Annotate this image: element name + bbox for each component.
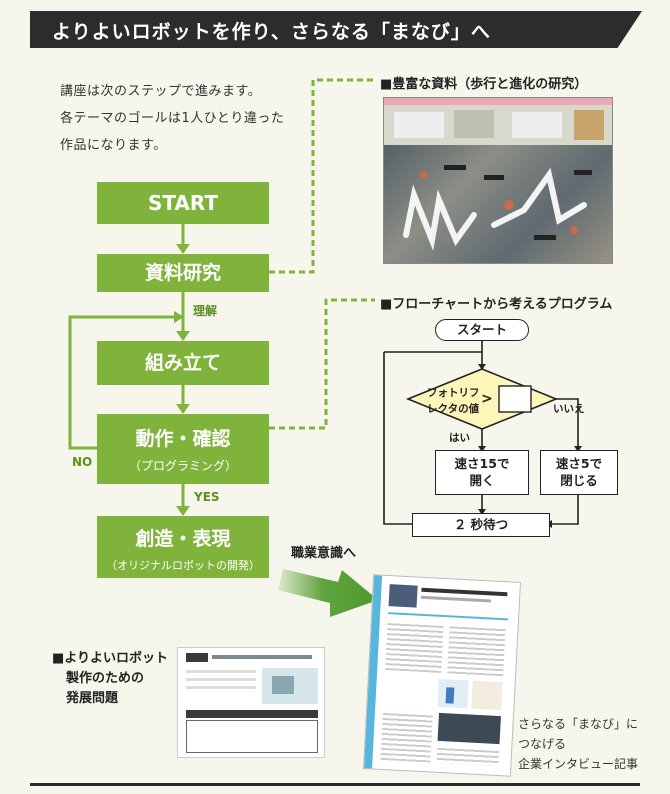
branch-yes-label: はい xyxy=(449,432,470,444)
interview-article-image xyxy=(362,574,522,777)
left-action-box: 速さ15で 開く xyxy=(435,450,529,495)
flow-understanding-label: 理解 xyxy=(193,304,218,318)
interview-caption-line-1: さらなる「まなび」に xyxy=(518,717,639,731)
program-flow-title: ■フローチャートから考えるプログラム xyxy=(380,297,613,312)
flow-creation-box: 創造・表現 （オリジナルロボットの開発） xyxy=(97,516,269,578)
materials-image xyxy=(383,97,613,264)
advanced-title-line-2: 製作のための xyxy=(66,671,145,686)
flow-assembly-box: 組み立て xyxy=(97,341,269,385)
condition-line-2: レクタの値 xyxy=(427,403,480,415)
branch-no-label: いいえ xyxy=(553,403,585,415)
flow-start-box: START xyxy=(97,182,269,224)
career-label: 職業意識へ xyxy=(291,546,357,561)
flow-no-label: NO xyxy=(72,455,93,469)
right-action-box: 速さ5で 閉じる xyxy=(540,450,618,495)
intro-line-2: 各テーマのゴールは1人ひとり違った xyxy=(60,111,285,126)
page-title: よりよいロボットを作り、さらなる「まなび」へ xyxy=(52,21,491,43)
condition-line-1: フォトリフ xyxy=(427,387,480,399)
advanced-worksheet-image xyxy=(177,647,325,758)
flow-research-box: 資料研究 xyxy=(97,254,269,292)
advanced-title-line-1: ■よりよいロボット xyxy=(52,651,169,666)
wait-box: ２ 秒待つ xyxy=(412,513,550,537)
interview-caption-line-3: 企業インタビュー記事 xyxy=(518,757,639,771)
bottom-rule xyxy=(30,783,640,786)
program-start-terminal: スタート xyxy=(435,319,529,341)
condition-operator: > xyxy=(481,391,493,407)
career-arrow xyxy=(278,569,378,617)
flow-operation-box: 動作・確認 （プログラミング） xyxy=(97,414,269,484)
intro-line-3: 作品になります。 xyxy=(60,138,167,153)
materials-title: ■豊富な資料（歩行と進化の研究） xyxy=(380,77,588,92)
program-flow-lines xyxy=(383,339,582,528)
header-bar xyxy=(30,11,642,48)
flow-yes-label: YES xyxy=(194,490,220,504)
intro-line-1: 講座は次のステップで進みます。 xyxy=(60,84,262,99)
interview-caption-line-2: つなげる xyxy=(518,737,567,751)
advanced-title-line-3: 発展問題 xyxy=(66,691,119,706)
